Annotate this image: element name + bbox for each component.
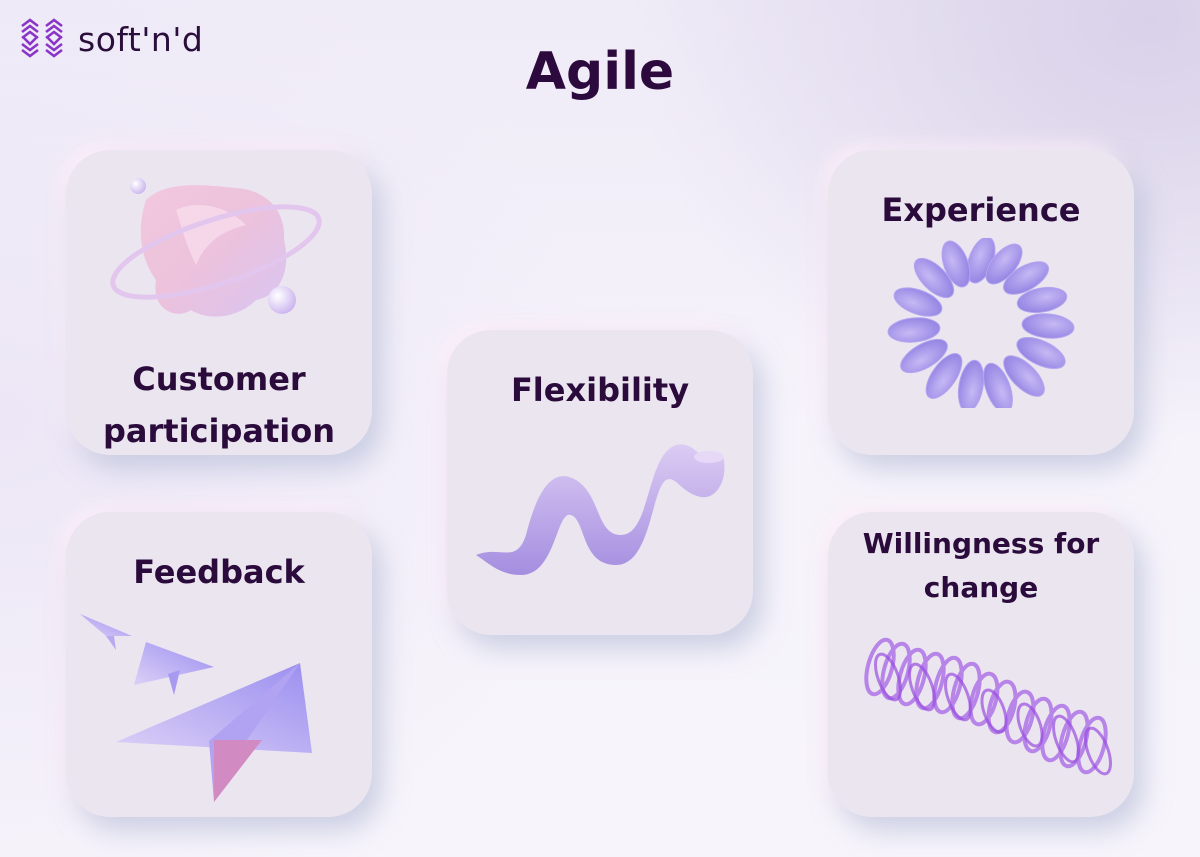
card-customer-participation: Customer participation [66, 150, 372, 455]
card-label: Willingness for change [862, 527, 1100, 604]
card-label: Feedback [133, 553, 305, 591]
card-flexibility: Flexibility [447, 330, 753, 635]
coil-spring-icon [864, 637, 1112, 776]
wavy-tube-icon [476, 444, 725, 575]
card-label: Flexibility [510, 371, 690, 409]
hexagon-weave-icon [21, 18, 63, 58]
card-willingness-for-change: Willingness for change [828, 512, 1134, 817]
page-title: Agile [525, 42, 675, 102]
card-label: Experience [881, 191, 1081, 229]
card-feedback: Feedback [66, 512, 372, 817]
card-label: Customer participation [102, 360, 335, 450]
card-experience: Experience [828, 150, 1134, 455]
brand-name: soft'n'd [78, 19, 204, 59]
paper-planes-icon [80, 614, 312, 802]
brand-logo: soft'n'd [18, 18, 203, 60]
torus-discs-icon [887, 238, 1075, 408]
blob-planet-ring-icon [110, 178, 322, 317]
